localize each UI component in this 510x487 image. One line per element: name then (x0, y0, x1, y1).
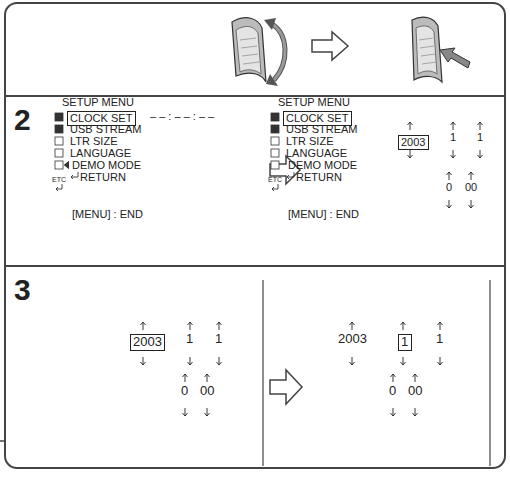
screen-edge (90, 280, 490, 466)
date-digit: 2003 (338, 332, 367, 346)
date-digit: 0 (181, 384, 188, 398)
date-digit: 0 (446, 181, 452, 193)
hollow-arrow (312, 32, 348, 60)
menu-text: SETUP MENU (62, 96, 134, 108)
date-digit: 1 (477, 131, 483, 143)
date-digit: 1 (436, 332, 443, 346)
menu-text: LTR SIZE (286, 135, 333, 147)
menu-icon-text: ETC (52, 176, 66, 184)
selected-value: 2003 (401, 136, 426, 148)
menu-icon-text: ETC (268, 176, 282, 184)
highlight-box: CLOCK SET (283, 111, 352, 126)
menu-text: SETUP MENU (278, 96, 350, 108)
selected-value: CLOCK SET (286, 112, 349, 124)
menu-text: LANGUAGE (286, 147, 347, 159)
hollow-arrow (270, 370, 302, 404)
highlight-box: CLOCK SET (67, 111, 136, 126)
lcd-push-figure (412, 17, 470, 82)
menu-text: RETURN (80, 171, 126, 183)
lcd-open-figure (232, 18, 285, 86)
menu-text: DEMO MODE (72, 159, 141, 171)
date-digit: 00 (200, 384, 214, 398)
date-digit: 1 (186, 332, 193, 346)
menu-text: LANGUAGE (70, 147, 131, 159)
menu-text: LTR SIZE (70, 135, 117, 147)
date-digit: 00 (408, 384, 422, 398)
date-digit: 00 (465, 181, 477, 193)
date-digit: 1 (450, 131, 456, 143)
step-number: 3 (14, 273, 31, 306)
up-down-arrows (141, 122, 483, 416)
highlight-box: 2003 (398, 135, 429, 150)
highlight-box: 1 (398, 334, 412, 351)
selected-value: 2003 (133, 335, 162, 349)
menu-text: – – : – – : – – (150, 110, 214, 122)
menu-text: RETURN (296, 171, 342, 183)
step-panel: 2 CLOCK SET CLOCK SET 2003 (5, 95, 505, 265)
menu-text: [MENU] : END (288, 208, 359, 220)
selected-value: CLOCK SET (70, 112, 133, 124)
menu-text: [MENU] : END (72, 208, 143, 220)
frame (5, 3, 505, 468)
menu-text: DEMO MODE (288, 159, 357, 171)
date-digit: 1 (215, 332, 222, 346)
date-digit: 0 (389, 384, 396, 398)
step-panel: 3 2003 1 (5, 265, 505, 468)
selected-value: 1 (401, 335, 409, 349)
step-number: 2 (14, 103, 31, 136)
highlight-box: 2003 (130, 334, 165, 351)
